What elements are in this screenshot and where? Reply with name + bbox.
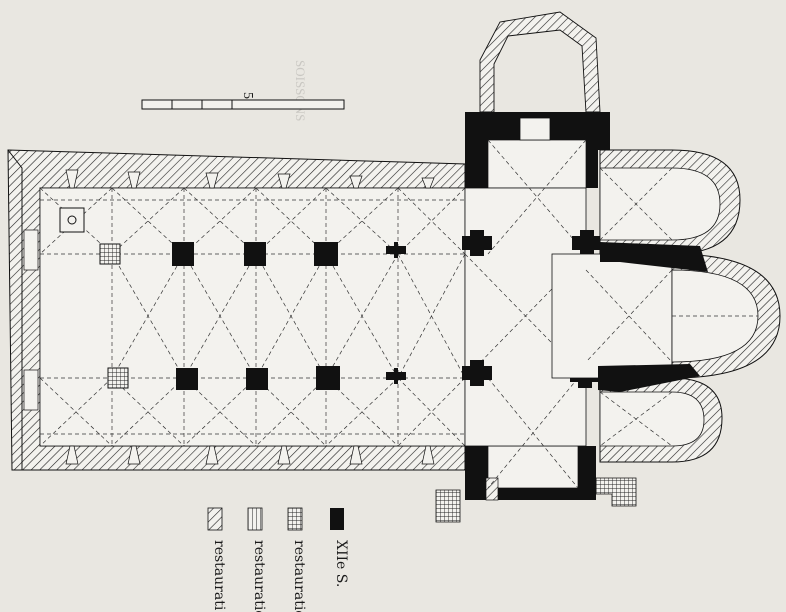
background-bleed-text: SOISSONS: [293, 60, 308, 121]
legend-label-grid: restauratio: [291, 540, 307, 612]
choir: [551, 149, 781, 463]
legend-label-xii: XIIe S.: [333, 540, 349, 587]
legend-label-vlines: restauratio: [251, 540, 267, 612]
scale-bar-label: 5: [240, 92, 255, 99]
nave: [7, 149, 466, 471]
legend: XIIe S. restauratio restauratio restaura…: [207, 507, 349, 612]
legend-label-diagonal: restaurati: [211, 540, 227, 611]
legend-swatch-vlines: [247, 507, 263, 531]
legend-swatch-xii: [330, 508, 344, 530]
north-chapel: [479, 11, 601, 113]
legend-swatch-grid: [287, 507, 303, 531]
scale-bar: 5: [141, 92, 345, 110]
legend-swatch-diagonal: [207, 507, 223, 531]
